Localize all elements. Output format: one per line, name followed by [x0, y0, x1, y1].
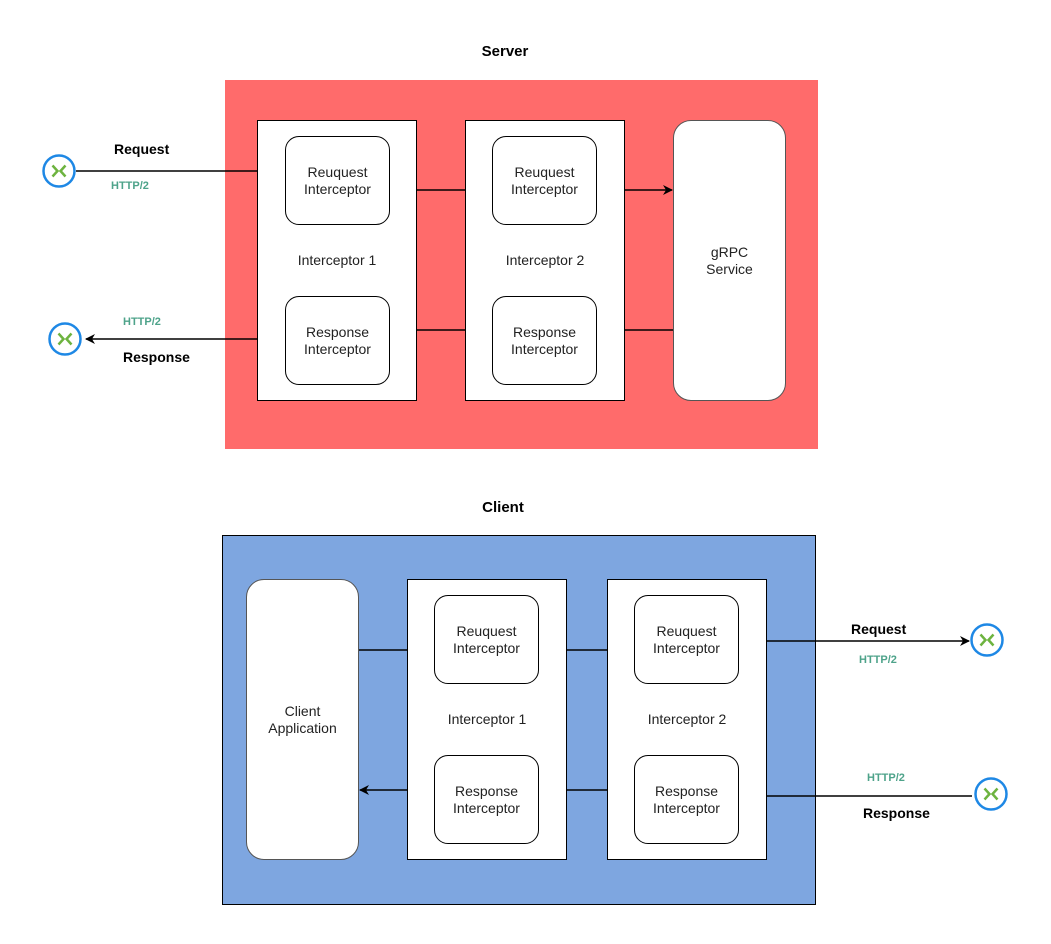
- client-title: Client: [482, 499, 524, 516]
- client-application: Client Application: [246, 579, 359, 860]
- server-request-protocol: HTTP/2: [111, 180, 149, 192]
- server-interceptor-1-request: Reuquest Interceptor: [285, 136, 390, 225]
- client-response-protocol: HTTP/2: [867, 772, 905, 784]
- client-request-label: Request: [851, 621, 907, 637]
- grpc-service: gRPC Service: [673, 120, 786, 401]
- network-endpoint-icon: [42, 154, 76, 188]
- network-endpoint-icon: [970, 623, 1004, 657]
- server-title: Server: [481, 43, 529, 60]
- server-interceptor-2-response: Response Interceptor: [492, 296, 597, 385]
- server-interceptor-1-label: Interceptor 1: [297, 252, 377, 268]
- client-interceptor-2-response: Response Interceptor: [634, 755, 739, 844]
- client-response-label: Response: [863, 805, 930, 821]
- server-interceptor-2-label: Interceptor 2: [505, 252, 585, 268]
- client-interceptor-2-label: Interceptor 2: [647, 711, 727, 727]
- server-interceptor-1-response: Response Interceptor: [285, 296, 390, 385]
- client-interceptor-1-response: Response Interceptor: [434, 755, 539, 844]
- client-interceptor-1-label: Interceptor 1: [447, 711, 527, 727]
- client-interceptor-1-request: Reuquest Interceptor: [434, 595, 539, 684]
- server-response-label: Response: [123, 349, 190, 365]
- network-endpoint-icon: [974, 777, 1008, 811]
- server-interceptor-2-request: Reuquest Interceptor: [492, 136, 597, 225]
- client-request-protocol: HTTP/2: [859, 654, 897, 666]
- client-interceptor-2-request: Reuquest Interceptor: [634, 595, 739, 684]
- network-endpoint-icon: [48, 322, 82, 356]
- server-response-protocol: HTTP/2: [123, 316, 161, 328]
- server-request-label: Request: [114, 141, 170, 157]
